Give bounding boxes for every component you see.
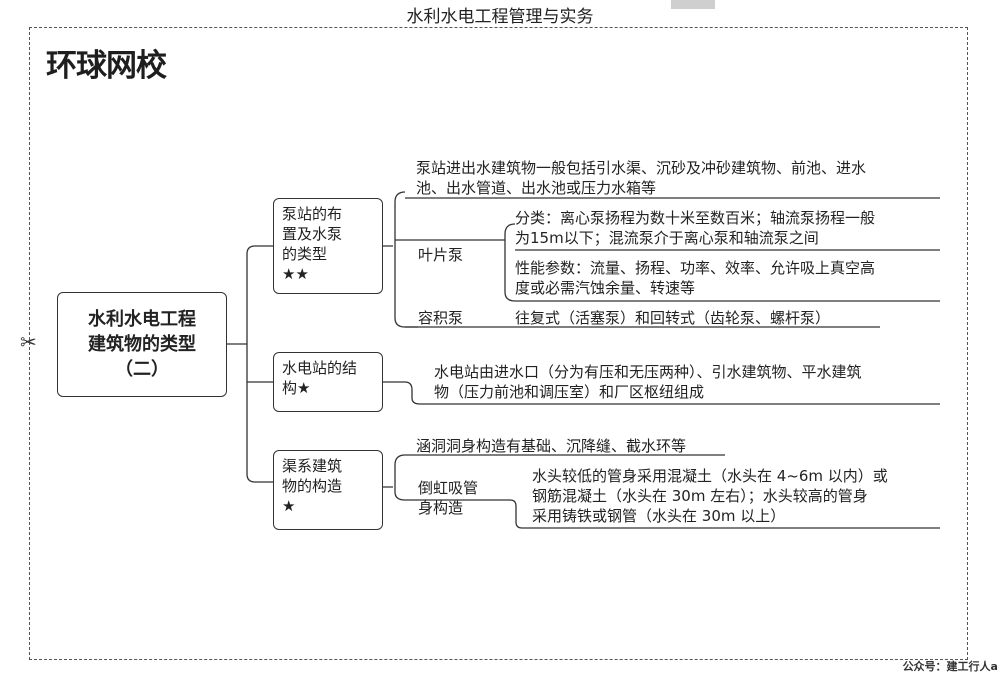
text-line: 物（压力前池和调压室）和厂区枢纽组成 bbox=[434, 383, 705, 401]
text-line: 水头较低的管身采用混凝土（水头在 4~6m 以内）或 bbox=[532, 467, 888, 485]
branch-hydropower-station: 水电站的结 构★ bbox=[273, 352, 383, 412]
brand-logo: 环球网校 bbox=[46, 48, 167, 84]
text-line: 水电站由进水口（分为有压和无压两种）、引水建筑物、平水建筑 bbox=[434, 363, 862, 381]
branch-label-line: 构★ bbox=[282, 379, 311, 397]
root-line-1: 水利水电工程 bbox=[88, 309, 196, 330]
footer-credit: 公众号：建工行人a bbox=[902, 660, 998, 673]
vane-pump-classification: 分类：离心泵扬程为数十米至数百米；轴流泵扬程一般 为15m以下；混流泵介于离心泵… bbox=[515, 208, 875, 248]
header-title: 水利水电工程管理与实务 bbox=[406, 7, 594, 27]
text-line: 钢筋混凝土（水头在 30m 左右）；水头较高的管身 bbox=[532, 487, 868, 505]
culvert-text: 涵洞洞身构造有基础、沉降缝、截水环等 bbox=[416, 437, 687, 455]
branch-stars: ★ bbox=[282, 497, 296, 515]
text-line: 性能参数：流量、扬程、功率、效率、允许吸上真空高 bbox=[515, 259, 876, 277]
vane-pump-label: 叶片泵 bbox=[418, 246, 464, 264]
displacement-pump-label: 容积泵 bbox=[418, 309, 464, 327]
inverted-siphon-label: 倒虹吸管 身构造 bbox=[418, 478, 478, 518]
qr-code-icon bbox=[671, 0, 715, 9]
text-line: 采用铸铁或钢管（水头在 30m 以上） bbox=[532, 507, 786, 525]
branch-label-line: 渠系建筑 bbox=[282, 457, 343, 475]
text-line: 度或必需汽蚀余量、转速等 bbox=[515, 279, 696, 297]
text-line: 身构造 bbox=[418, 499, 464, 517]
text-line: 倒虹吸管 bbox=[418, 479, 479, 497]
root-line-2: 建筑物的类型 bbox=[88, 334, 196, 355]
root-line-3: （二） bbox=[115, 359, 169, 380]
text-line: 池、出水管道、出水池或压力水箱等 bbox=[416, 179, 657, 197]
root-node: 水利水电工程 建筑物的类型 （二） bbox=[57, 292, 227, 397]
branch-label-line: 泵站的布 bbox=[282, 205, 343, 223]
pump-intro-text: 泵站进出水建筑物一般包括引水渠、沉砂及冲砂建筑物、前池、进水 池、出水管道、出水… bbox=[416, 158, 866, 198]
hydropower-text: 水电站由进水口（分为有压和无压两种）、引水建筑物、平水建筑 物（压力前池和调压室… bbox=[434, 362, 862, 402]
text-line: 为15m以下；混流泵介于离心泵和轴流泵之间 bbox=[515, 229, 819, 247]
branch-pump-station: 泵站的布 置及水泵 的类型 ★★ bbox=[273, 198, 383, 294]
branch-label-line: 置及水泵 bbox=[282, 225, 343, 243]
scissors-icon: ✂ bbox=[20, 330, 37, 354]
text-line: 分类：离心泵扬程为数十米至数百米；轴流泵扬程一般 bbox=[515, 209, 876, 227]
vane-pump-parameters: 性能参数：流量、扬程、功率、效率、允许吸上真空高 度或必需汽蚀余量、转速等 bbox=[515, 258, 875, 298]
displacement-pump-text: 往复式（活塞泵）和回转式（齿轮泵、螺杆泵） bbox=[515, 309, 831, 327]
branch-label-line: 物的构造 bbox=[282, 477, 343, 495]
branch-canal-structures: 渠系建筑 物的构造 ★ bbox=[273, 450, 383, 530]
branch-label-line: 水电站的结 bbox=[282, 359, 358, 377]
cut-frame bbox=[29, 27, 968, 660]
branch-label-line: 的类型 bbox=[282, 245, 328, 263]
inverted-siphon-text: 水头较低的管身采用混凝土（水头在 4~6m 以内）或 钢筋混凝土（水头在 30m… bbox=[532, 466, 888, 526]
branch-stars: ★★ bbox=[282, 265, 309, 283]
text-line: 泵站进出水建筑物一般包括引水渠、沉砂及冲砂建筑物、前池、进水 bbox=[416, 159, 867, 177]
